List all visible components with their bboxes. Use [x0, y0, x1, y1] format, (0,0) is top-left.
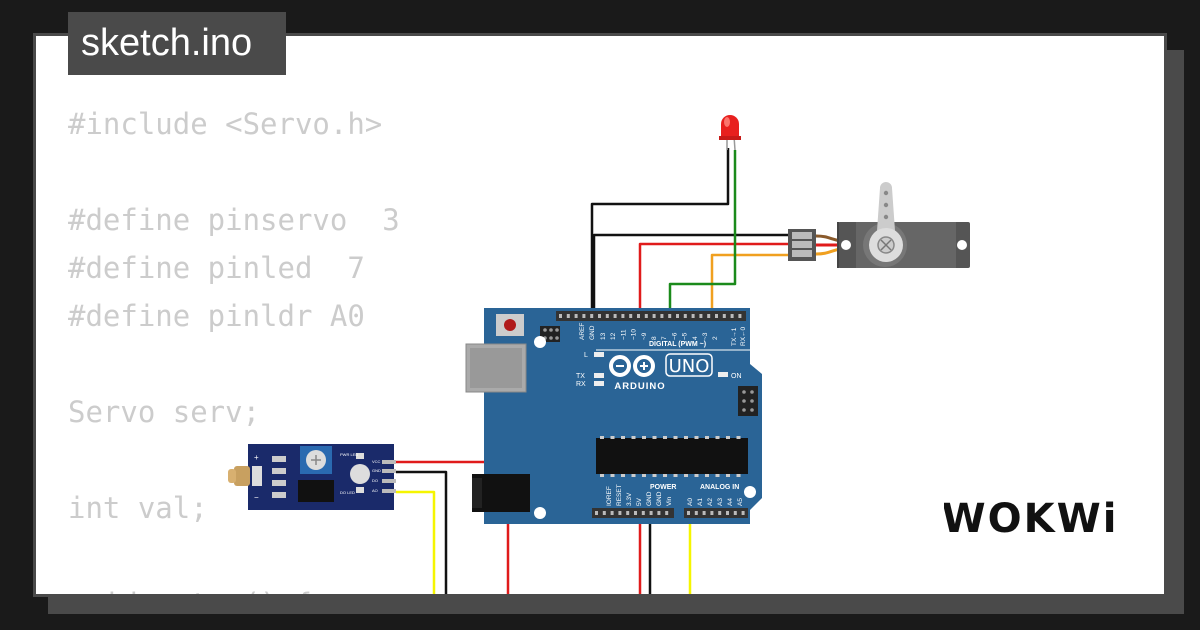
label-tx: TX	[576, 373, 585, 380]
file-tab[interactable]: sketch.ino	[68, 12, 286, 75]
pin-label-analog: A5	[737, 498, 744, 506]
label-analog: ANALOG IN	[700, 484, 739, 491]
pin-label-digital: ~10	[631, 329, 638, 340]
pin-label-digital: ~11	[620, 329, 627, 340]
pin-label-digital: 8	[651, 336, 658, 340]
pin-label-tx: TX→1	[731, 327, 738, 346]
label-digital: DIGITAL (PWM ~)	[649, 341, 706, 348]
servo-motor[interactable]	[788, 182, 970, 268]
label-power: POWER	[650, 484, 676, 491]
code-line: #define pinled 7	[68, 251, 365, 285]
code-line: void setup() {	[68, 580, 400, 594]
pin-label-vin: Vin	[666, 496, 673, 506]
pin-label-rx: RX←0	[740, 326, 747, 346]
pin-label-5v: 5V	[636, 497, 643, 506]
ldr-pin-vcc: VCC	[372, 459, 381, 464]
pin-label-digital: ~6	[671, 332, 678, 340]
pin-label-aref: AREF	[579, 323, 586, 340]
ldr-pwr-led-label: PWR LED	[340, 452, 358, 457]
pin-label-reset: RESET	[616, 484, 623, 506]
label-on: ON	[731, 373, 742, 380]
label-rx: RX	[576, 381, 586, 388]
file-tab-label: sketch.ino	[81, 22, 253, 64]
arduino-logo	[609, 355, 655, 377]
pin-label-analog: A2	[707, 498, 714, 506]
pin-label-digital: 13	[600, 332, 607, 340]
pin-label-digital: ~9	[641, 332, 648, 340]
red-led[interactable]	[719, 115, 741, 151]
pin-label-gnd: GND	[656, 491, 663, 506]
pin-label-gnd: GND	[589, 325, 596, 340]
label-l: L	[584, 352, 588, 359]
wire-sensor-ao	[396, 490, 436, 594]
pin-label-analog: A0	[687, 498, 694, 506]
pin-label-analog: A1	[697, 498, 704, 506]
wire-led-signal	[668, 150, 737, 318]
pin-label-analog: A4	[727, 498, 734, 506]
wire-servo-signal	[710, 253, 790, 318]
board-model: UNO	[669, 356, 710, 377]
ldr-do-led-label: DO LED	[340, 490, 355, 495]
pin-label-3v3: 3.3V	[626, 492, 633, 506]
ldr-pin-gnd: GND	[372, 468, 381, 473]
arduino-uno-board[interactable]: ARDUINO UNO L TX RX ON DIGITAL (PWM ~) P…	[465, 308, 762, 524]
wire-sensor-gnd	[396, 470, 448, 594]
pin-label-digital: 7	[661, 336, 668, 340]
ldr-pin-ao: AO	[372, 488, 378, 493]
ldr-pin-do: DO	[372, 478, 378, 483]
pin-label-digital: 4	[692, 336, 699, 340]
ldr-minus: −	[254, 493, 259, 502]
code-line: #include <Servo.h>	[68, 107, 383, 141]
ldr-plus: +	[254, 453, 259, 462]
ldr-sensor-module[interactable]: + − PWR LED DO LED VC	[228, 444, 396, 510]
pin-label-ioref: IOREF	[606, 486, 613, 506]
wokwi-logo: WOKWi	[944, 496, 1116, 542]
pin-label-gnd: GND	[646, 491, 653, 506]
wokwi-logo-text: WOKWi	[944, 496, 1116, 542]
wire-servo-gnd	[592, 233, 790, 318]
board-brand: ARDUINO	[614, 381, 665, 392]
pin-label-digital: ~3	[702, 332, 709, 340]
pin-label-digital: 2	[712, 336, 719, 340]
code-line: #define pinldr A0	[68, 299, 365, 333]
pin-label-digital: ~5	[682, 332, 689, 340]
code-line: int val;	[68, 491, 208, 525]
code-line: Servo serv;	[68, 395, 261, 429]
code-line: #define pinservo 3	[68, 203, 400, 237]
pin-label-digital: 12	[610, 332, 617, 340]
wire-led-gnd	[590, 148, 730, 318]
pin-label-analog: A3	[717, 498, 724, 506]
code-preview: #include <Servo.h> #define pinservo 3 #def…	[68, 100, 400, 594]
